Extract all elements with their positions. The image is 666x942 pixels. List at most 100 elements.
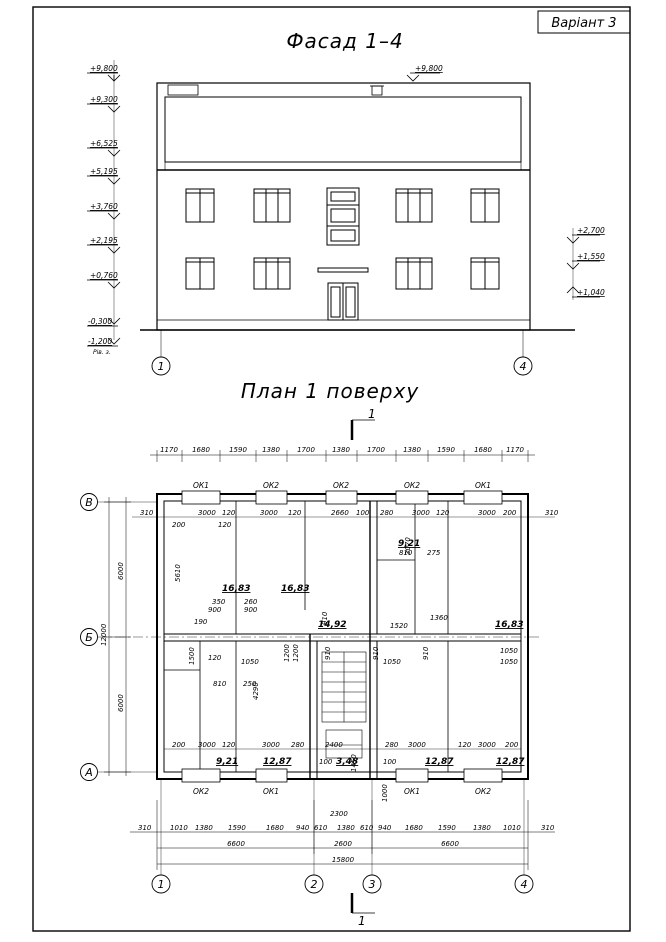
plan-stairs xyxy=(321,651,367,759)
plan-axes-left: В Б А xyxy=(80,493,540,781)
section-mark-top: 1 xyxy=(350,407,376,440)
svg-text:+1,550: +1,550 xyxy=(577,252,605,261)
svg-text:940: 940 xyxy=(296,824,310,832)
svg-text:940: 940 xyxy=(378,824,392,832)
svg-text:ОК2: ОК2 xyxy=(263,481,279,490)
svg-text:810: 810 xyxy=(213,680,227,688)
svg-text:1590: 1590 xyxy=(228,824,246,832)
svg-text:1050: 1050 xyxy=(241,658,259,666)
svg-text:12,87: 12,87 xyxy=(425,757,454,767)
svg-text:1680: 1680 xyxy=(405,824,423,832)
svg-text:1000: 1000 xyxy=(381,784,389,802)
svg-text:120: 120 xyxy=(208,654,222,662)
svg-text:280: 280 xyxy=(380,509,394,517)
svg-text:3: 3 xyxy=(369,878,376,891)
plan-walls xyxy=(156,493,529,780)
svg-text:2300: 2300 xyxy=(330,810,348,818)
svg-text:+2,195: +2,195 xyxy=(90,236,118,245)
svg-text:3000: 3000 xyxy=(478,741,496,749)
svg-text:275: 275 xyxy=(427,549,441,557)
svg-text:120: 120 xyxy=(436,509,450,517)
plan-top-windows xyxy=(181,490,503,505)
svg-text:-1,200: -1,200 xyxy=(88,337,112,346)
svg-text:+9,800: +9,800 xyxy=(90,64,118,73)
svg-text:310: 310 xyxy=(541,824,555,832)
facade-level-marks-right xyxy=(566,228,600,300)
plan-axes-bottom: 1 2 3 4 xyxy=(151,779,534,894)
svg-text:+0,760: +0,760 xyxy=(90,271,118,280)
svg-text:3000: 3000 xyxy=(262,741,280,749)
svg-text:1380: 1380 xyxy=(403,446,421,454)
svg-text:+9,800: +9,800 xyxy=(415,64,443,73)
svg-text:1680: 1680 xyxy=(474,446,492,454)
svg-text:310: 310 xyxy=(545,509,559,517)
svg-text:1360: 1360 xyxy=(430,614,448,622)
svg-text:1010: 1010 xyxy=(503,824,521,832)
svg-text:1010: 1010 xyxy=(170,824,188,832)
facade-building xyxy=(140,82,575,331)
plan-top-dimension-labels: 1170 1680 1590 1380 1700 1380 1700 1380 … xyxy=(160,446,524,454)
svg-text:6600: 6600 xyxy=(441,840,459,848)
svg-text:280: 280 xyxy=(291,741,305,749)
svg-text:120: 120 xyxy=(222,741,236,749)
svg-text:ОК2: ОК2 xyxy=(404,481,420,490)
svg-text:350: 350 xyxy=(212,598,226,606)
svg-text:Б: Б xyxy=(85,631,93,644)
svg-text:3070: 3070 xyxy=(404,537,412,555)
svg-text:+5,195: +5,195 xyxy=(90,167,118,176)
svg-text:+1,040: +1,040 xyxy=(577,288,605,297)
svg-text:200: 200 xyxy=(505,741,519,749)
svg-text:1200: 1200 xyxy=(292,644,300,662)
svg-text:1590: 1590 xyxy=(438,824,456,832)
svg-text:3000: 3000 xyxy=(478,509,496,517)
svg-text:3000: 3000 xyxy=(408,741,426,749)
svg-text:3000: 3000 xyxy=(198,509,216,517)
svg-text:100: 100 xyxy=(356,509,370,517)
sheet-frame xyxy=(32,6,631,932)
svg-text:1170: 1170 xyxy=(506,446,524,454)
svg-text:1680: 1680 xyxy=(192,446,210,454)
svg-text:900: 900 xyxy=(244,606,258,614)
svg-text:1050: 1050 xyxy=(500,658,518,666)
svg-text:Рів. з.: Рів. з. xyxy=(93,349,111,356)
svg-text:1680: 1680 xyxy=(266,824,284,832)
svg-text:3,48: 3,48 xyxy=(336,757,358,767)
svg-text:12,87: 12,87 xyxy=(263,757,292,767)
svg-text:15800: 15800 xyxy=(332,856,355,864)
plan-top-dimensions xyxy=(150,450,535,462)
svg-text:1380: 1380 xyxy=(337,824,355,832)
facade-level-labels-right: +2,700 +1,550 +1,040 xyxy=(577,226,605,297)
svg-text:+2,700: +2,700 xyxy=(577,226,605,235)
svg-text:1700: 1700 xyxy=(297,446,315,454)
svg-text:100: 100 xyxy=(383,758,397,766)
svg-text:16,83: 16,83 xyxy=(222,584,250,594)
svg-text:120: 120 xyxy=(458,741,472,749)
svg-text:6000: 6000 xyxy=(117,694,125,712)
svg-text:16,83: 16,83 xyxy=(281,584,309,594)
plan-top-window-labels: ОК1 ОК2 ОК2 ОК2 ОК1 xyxy=(193,481,491,490)
svg-text:1200: 1200 xyxy=(283,644,291,662)
svg-text:+9,300: +9,300 xyxy=(90,95,118,104)
svg-text:200: 200 xyxy=(172,521,186,529)
plan-misc-dims: 5610 3070 4290 350 260 900 900 190 1520 … xyxy=(138,521,518,832)
plan-bottom-dimension-labels-2: 6600 2600 6600 15800 xyxy=(227,840,459,864)
svg-text:4: 4 xyxy=(520,360,527,373)
svg-text:310: 310 xyxy=(140,509,154,517)
svg-text:4290: 4290 xyxy=(252,682,260,700)
svg-text:ОК1: ОК1 xyxy=(263,787,279,796)
plan-left-dimension-labels: 6000 12000 6000 xyxy=(100,562,125,712)
svg-text:3000: 3000 xyxy=(412,509,430,517)
svg-text:2: 2 xyxy=(311,878,318,891)
facade-title: Фасад 1–4 xyxy=(286,29,403,53)
svg-text:190: 190 xyxy=(194,618,208,626)
svg-text:ОК2: ОК2 xyxy=(333,481,349,490)
svg-text:1380: 1380 xyxy=(195,824,213,832)
facade-windows-upper xyxy=(185,187,500,246)
svg-text:ОК1: ОК1 xyxy=(404,787,420,796)
svg-text:12000: 12000 xyxy=(100,623,108,646)
facade-windows-lower xyxy=(185,257,500,321)
svg-text:2600: 2600 xyxy=(334,840,352,848)
plan-title: План 1 поверху xyxy=(241,379,420,403)
plan-inner-dims-top: 310 200 3000 120 3000 120 2660 100 280 3… xyxy=(132,509,559,529)
svg-text:6600: 6600 xyxy=(227,840,245,848)
